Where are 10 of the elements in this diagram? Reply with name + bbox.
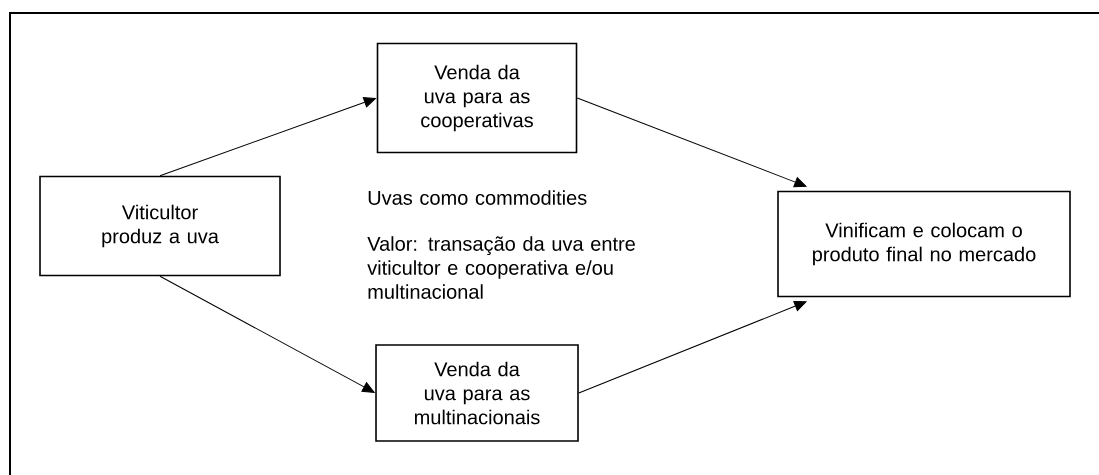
note-text: Uvas como commodities: [368, 190, 587, 205]
arrow: [578, 300, 807, 394]
note-text: Valor: transação da uva entre viticultor e cooperativa e/ou multinacional: [367, 236, 635, 299]
arrow: [159, 275, 375, 393]
arrow: [576, 97, 807, 188]
arrow: [159, 97, 376, 177]
process-box: Venda da uva para as multinacionais: [375, 344, 579, 442]
process-box: Vinificam e colocam o produto final no mercado: [777, 190, 1071, 298]
process-box: Viticultor produz a uva: [39, 175, 281, 277]
process-box: Venda da uva para as cooperativas: [376, 42, 578, 154]
